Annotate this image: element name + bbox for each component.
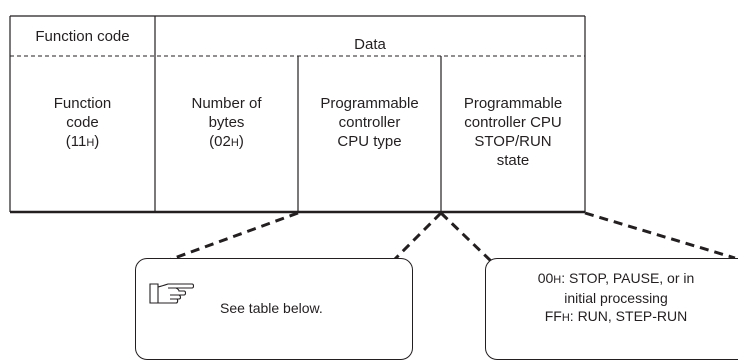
cell-cpu-type: Programmable controller CPU type	[298, 94, 441, 151]
hex-suffix: H	[553, 274, 562, 286]
paren-close: )	[238, 133, 244, 150]
hex-suffix: H	[230, 137, 239, 149]
cell-line: controller	[338, 114, 401, 131]
hex-suffix: H	[561, 312, 570, 324]
callout-state-text: 00H: STOP, PAUSE, or in initial processi…	[486, 269, 738, 327]
cell-line: Programmable	[463, 95, 563, 112]
state-code: FF	[544, 308, 562, 324]
callout-see-table: See table below.	[135, 258, 413, 360]
cell-line: bytes	[208, 114, 245, 131]
cell-number-of-bytes: Number of bytes (02H)	[155, 94, 298, 153]
callout-see-table-text: See table below.	[220, 300, 323, 316]
cell-line: Number of	[191, 95, 262, 112]
hex-value: (11	[65, 133, 87, 150]
cell-hex-value: (02H)	[155, 132, 298, 153]
leader-right-outer	[584, 211, 736, 260]
header-data: Data	[354, 36, 386, 53]
cell-stop-run-state: Programmable controller CPU STOP/RUN sta…	[441, 94, 585, 170]
leader-left-inner	[390, 211, 443, 264]
hex-suffix: H	[86, 137, 95, 149]
cell-line: controller CPU	[464, 114, 562, 131]
header-function-code: Function code	[35, 28, 130, 45]
state-desc: : STOP, PAUSE, or in	[561, 270, 695, 286]
state-code: 00	[537, 270, 554, 286]
pointing-hand-icon	[149, 283, 195, 304]
cell-line: Programmable	[320, 95, 419, 112]
paren-close: )	[94, 133, 100, 150]
state-line-initial: initial processing	[564, 290, 668, 306]
cell-line: Function	[53, 95, 112, 112]
cell-line: code	[66, 114, 99, 131]
leader-right-inner	[439, 211, 494, 264]
state-line-stop: 00H: STOP, PAUSE, or in	[486, 269, 738, 289]
cell-line: state	[496, 152, 530, 169]
cell-line: STOP/RUN	[474, 133, 552, 150]
state-line-run: FFH: RUN, STEP-RUN	[486, 307, 738, 327]
hex-value: (02	[209, 133, 231, 150]
cell-hex-value: (11H)	[10, 132, 155, 153]
cell-line: CPU type	[337, 133, 402, 150]
state-desc: : RUN, STEP-RUN	[569, 308, 688, 324]
diagram-lines	[9, 15, 736, 266]
callout-state-values: 00H: STOP, PAUSE, or in initial processi…	[485, 258, 738, 360]
leader-left-outer	[157, 211, 299, 266]
cell-function-code: Function code (11H)	[10, 94, 155, 153]
